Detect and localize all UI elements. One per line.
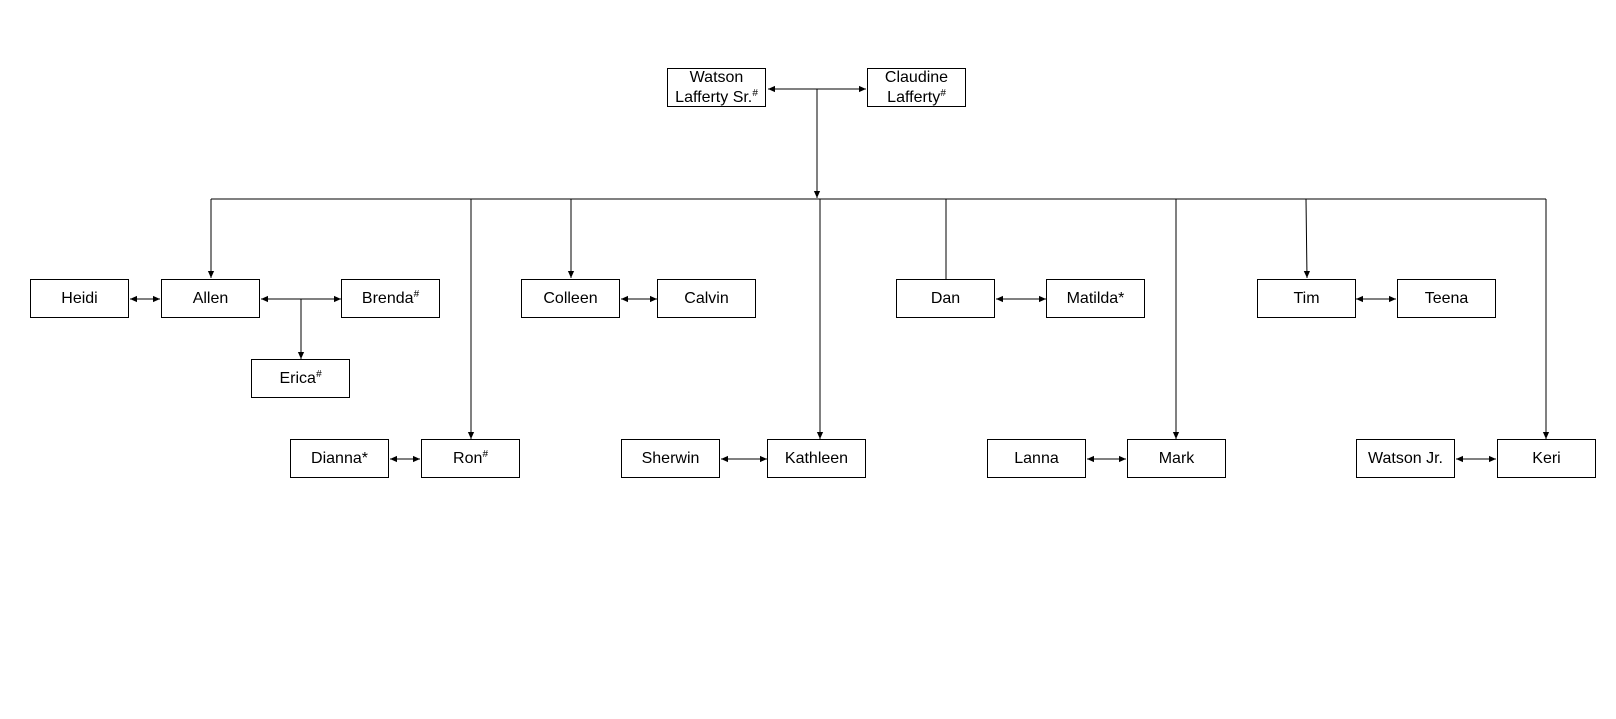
person-matilda[interactable]: Matilda* [1046, 279, 1145, 318]
person-watson-jr[interactable]: Watson Jr. [1356, 439, 1455, 478]
person-name: Mark [1158, 449, 1195, 467]
person-heidi[interactable]: Heidi [30, 279, 129, 318]
person-name: Heidi [61, 289, 98, 307]
person-tim[interactable]: Tim [1257, 279, 1356, 318]
person-name: Lanna [1014, 449, 1059, 467]
person-name: Tim [1293, 289, 1320, 307]
person-sherwin[interactable]: Sherwin [621, 439, 720, 478]
person-brenda[interactable]: Brenda# [341, 279, 440, 318]
person-lanna[interactable]: Lanna [987, 439, 1086, 478]
person-claudine-lafferty[interactable]: Claudine Lafferty# [867, 68, 966, 107]
mark-symbol: # [482, 448, 488, 460]
drop-tim [1303, 198, 1311, 279]
person-erica[interactable]: Erica# [251, 359, 350, 398]
person-name: Teena [1424, 289, 1469, 307]
person-dianna[interactable]: Dianna* [290, 439, 389, 478]
mark-symbol: # [413, 288, 420, 300]
mark-symbol: # [315, 368, 322, 380]
person-calvin[interactable]: Calvin [657, 279, 756, 318]
person-name: Watson Jr. [1368, 449, 1443, 467]
person-teena[interactable]: Teena [1397, 279, 1496, 318]
person-name: Colleen [543, 289, 598, 307]
person-name-line1: Claudine [884, 68, 949, 86]
person-allen[interactable]: Allen [161, 279, 260, 318]
person-name-line1: Watson [689, 68, 744, 86]
person-name: Brenda [361, 289, 414, 307]
person-name-line2: Lafferty Sr. [675, 88, 753, 106]
person-name: Allen [192, 289, 229, 307]
person-name-line2: Lafferty [887, 88, 941, 106]
person-keri[interactable]: Keri [1497, 439, 1596, 478]
mark-symbol: # [940, 87, 946, 99]
person-ron[interactable]: Ron# [421, 439, 520, 478]
mark-symbol: # [752, 87, 758, 99]
person-name: Calvin [684, 289, 729, 307]
person-kathleen[interactable]: Kathleen [767, 439, 866, 478]
person-watson-lafferty-sr[interactable]: Watson Lafferty Sr.# [667, 68, 766, 107]
person-name: Matilda* [1066, 289, 1125, 307]
person-name: Kathleen [784, 449, 849, 467]
person-colleen[interactable]: Colleen [521, 279, 620, 318]
person-name: Sherwin [641, 449, 700, 467]
person-name: Dan [930, 289, 961, 307]
person-name: Ron [453, 449, 483, 467]
person-name: Erica [279, 369, 316, 387]
person-name: Dianna* [311, 449, 368, 467]
person-mark[interactable]: Mark [1127, 439, 1226, 478]
person-dan[interactable]: Dan [896, 279, 995, 318]
person-name: Keri [1532, 449, 1561, 467]
